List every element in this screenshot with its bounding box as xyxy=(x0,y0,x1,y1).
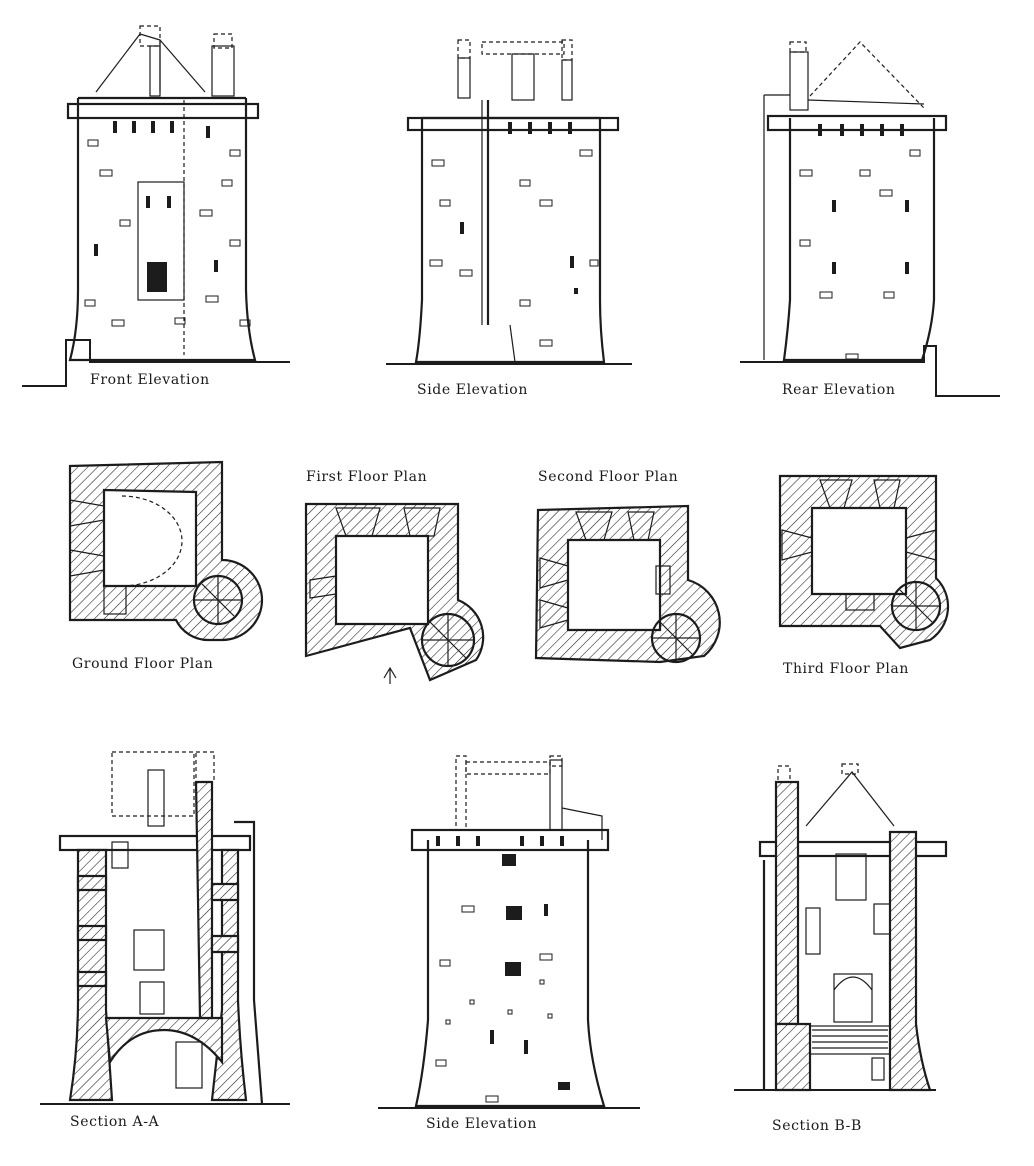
caption-first-floor-plan: First Floor Plan xyxy=(306,469,428,485)
caption-front-elevation: Front Elevation xyxy=(90,372,210,388)
third-floor-plan-drawing xyxy=(778,474,950,650)
caption-section-a: Section A-A xyxy=(70,1114,160,1130)
side-elevation-bottom-drawing xyxy=(378,755,640,1109)
caption-ground-floor-plan: Ground Floor Plan xyxy=(72,656,214,672)
caption-side-elevation-bottom: Side Elevation xyxy=(426,1116,537,1132)
front-elevation-drawing xyxy=(22,25,290,387)
caption-side-elevation-top: Side Elevation xyxy=(417,382,528,398)
caption-third-floor-plan: Third Floor Plan xyxy=(783,661,909,677)
ground-floor-plan-drawing xyxy=(68,460,264,642)
caption-second-floor-plan: Second Floor Plan xyxy=(538,469,679,485)
caption-section-b: Section B-B xyxy=(772,1118,862,1134)
caption-rear-elevation: Rear Elevation xyxy=(782,382,896,398)
side-elevation-top-drawing xyxy=(386,39,632,365)
rear-elevation-drawing xyxy=(740,41,1000,397)
first-floor-plan-drawing xyxy=(304,502,485,684)
section-a-drawing xyxy=(40,751,290,1105)
second-floor-plan-drawing xyxy=(534,504,721,664)
section-b-drawing xyxy=(734,763,948,1092)
